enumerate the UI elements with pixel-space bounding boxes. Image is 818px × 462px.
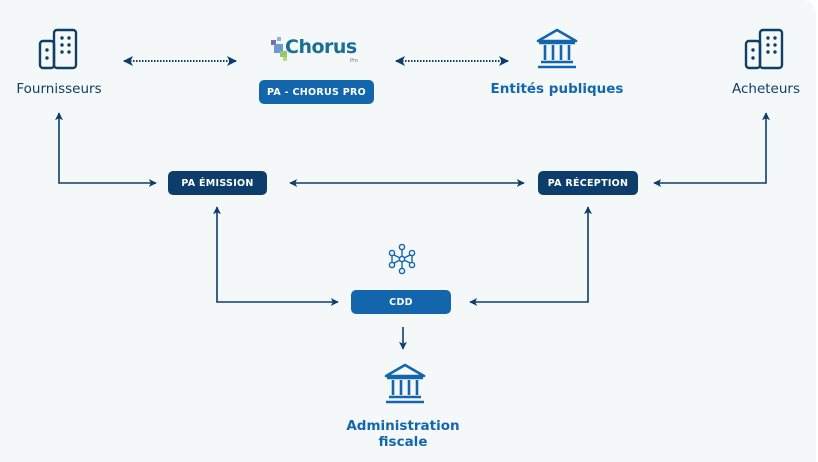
edge-reception-acheteurs <box>653 112 770 187</box>
node-administration-fiscale-label: Administration fiscale <box>333 418 473 450</box>
edge-reception-cdd <box>469 206 592 306</box>
node-pa-reception[interactable]: PA RÉCEPTION <box>538 171 638 195</box>
node-pa-chorus-pro[interactable]: PA - CHORUS PRO <box>259 80 374 104</box>
network-hub-icon <box>388 243 416 275</box>
chorus-pro-logo: Chorus Pro <box>268 36 368 68</box>
node-cdd-label: CDD <box>389 296 413 308</box>
buildings-icon <box>744 28 784 70</box>
institution-icon <box>384 363 426 404</box>
node-pa-emission[interactable]: PA ÉMISSION <box>168 171 267 195</box>
institution-icon <box>536 28 578 69</box>
node-pa-reception-label: PA RÉCEPTION <box>547 177 629 189</box>
node-fournisseurs-label: Fournisseurs <box>16 81 102 97</box>
administration-label-line1: Administration <box>346 418 460 434</box>
chorus-logo-text: Chorus <box>285 36 357 58</box>
node-acheteurs-label: Acheteurs <box>731 81 801 97</box>
node-entites-publiques-label: Entités publiques <box>490 81 624 97</box>
administration-label-line2: fiscale <box>378 434 428 450</box>
chorus-logo-sub: Pro <box>350 58 358 64</box>
edge-emission-fournisseurs <box>55 112 157 187</box>
node-cdd[interactable]: CDD <box>351 290 451 314</box>
node-pa-chorus-pro-label: PA - CHORUS PRO <box>266 86 367 98</box>
node-pa-emission-label: PA ÉMISSION <box>181 177 254 189</box>
edge-emission-cdd <box>213 206 339 306</box>
buildings-icon <box>38 28 78 70</box>
